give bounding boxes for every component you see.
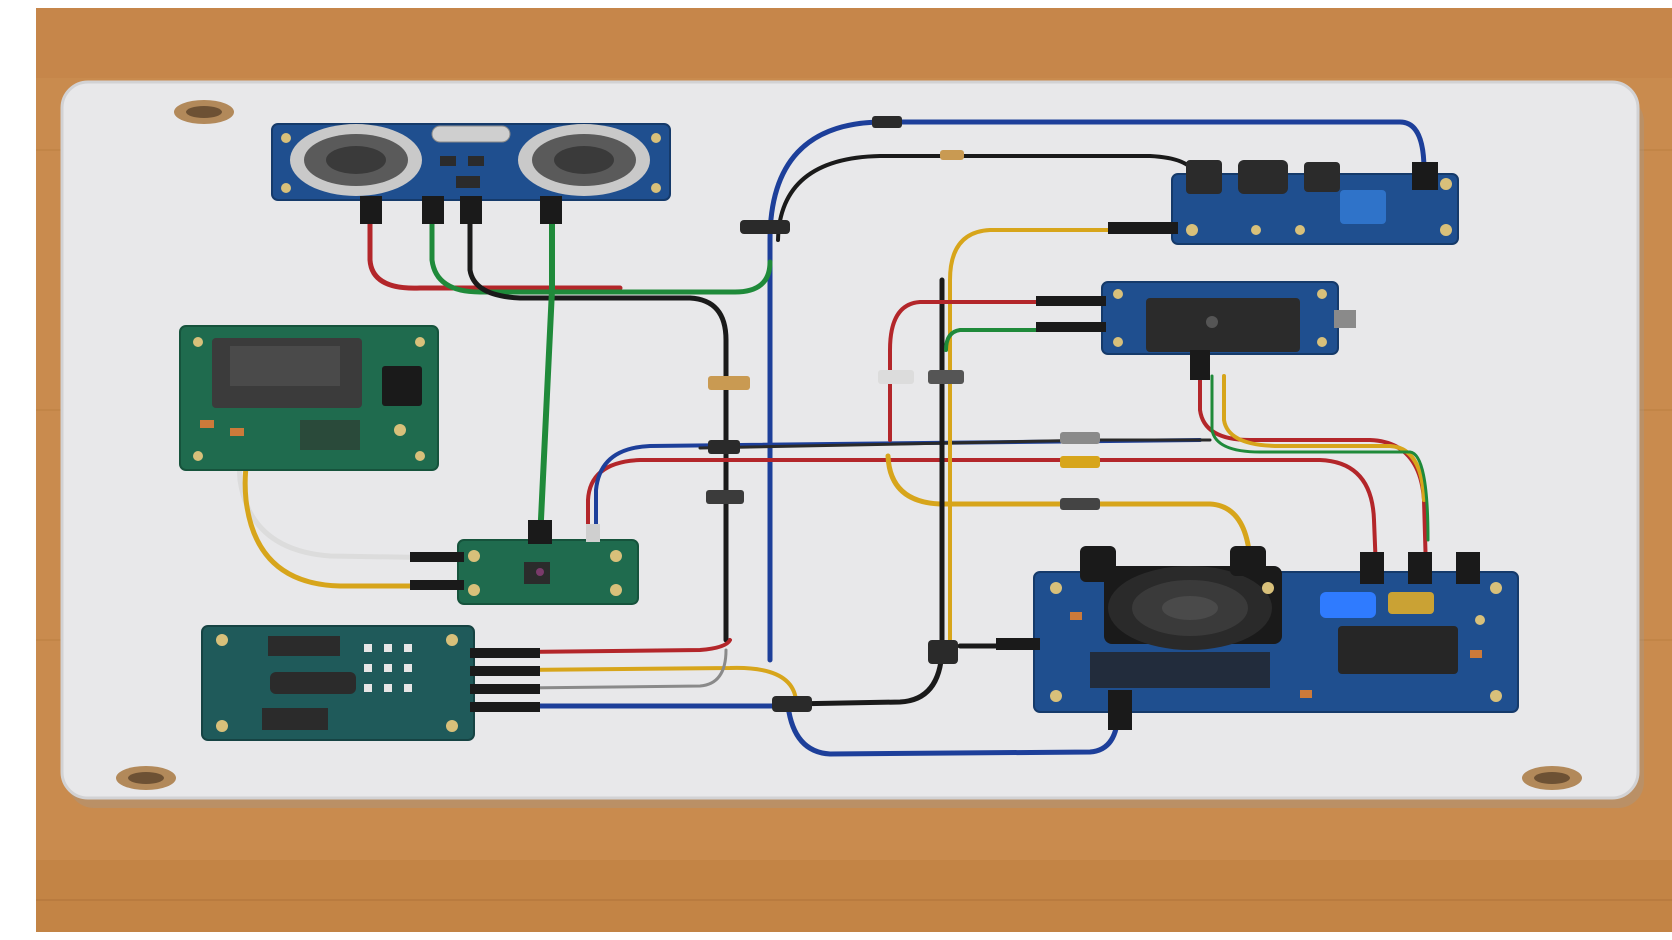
mounting-hole-bottom-left — [116, 766, 176, 790]
mounting-hole-top-left — [174, 100, 234, 124]
wire-yellow-bottom — [518, 665, 798, 702]
mounting-holes — [116, 100, 1582, 790]
wire-blue-bottom — [517, 703, 1121, 757]
blue-potentiometer — [1340, 190, 1386, 224]
wire-red-middle — [586, 458, 1378, 572]
wire-red-bottom — [518, 638, 732, 654]
ultrasonic-transducer-right — [518, 124, 650, 196]
heat-shrink-sleeves — [706, 116, 1100, 712]
mounting-hole-bottom-right — [1522, 766, 1582, 790]
wire-yellow-top-right — [948, 228, 1112, 642]
camera-module — [1104, 566, 1282, 650]
ultrasonic-transducer-left — [290, 124, 422, 196]
wire-black-ultrasonic — [467, 207, 729, 643]
wire-green-right-loop — [944, 328, 1044, 352]
multi-pin-header — [470, 648, 540, 712]
left-edge-strip — [0, 0, 36, 940]
wire-blue-top — [767, 119, 1427, 663]
ultrasonic-sensor-module — [271, 123, 671, 224]
wire-red-right-loop — [888, 300, 1044, 442]
controller-chip — [1338, 626, 1458, 674]
top-right-sensor-module — [1108, 160, 1459, 245]
wire-green-ultrasonic-a — [429, 207, 773, 295]
sensor-chip-block — [1146, 298, 1300, 352]
wire-green-vertical — [537, 207, 555, 543]
wire-gray-bottom — [518, 648, 728, 690]
status-led-blue — [1320, 592, 1376, 618]
small-breakout-board — [410, 520, 639, 605]
wire-green-down-right — [1210, 374, 1430, 542]
camera-controller-board — [996, 546, 1519, 730]
crystal-oscillator — [431, 125, 511, 143]
relay-module — [179, 325, 439, 471]
middle-right-sensor-module — [1036, 281, 1356, 380]
wire-blue-middle — [594, 438, 1202, 542]
wire-black-top — [776, 154, 1197, 242]
wire-yellow-down-right — [1222, 374, 1426, 502]
ultrasonic-pin-header — [360, 196, 562, 224]
wire-red-ultrasonic — [367, 207, 623, 291]
multi-pin-sensor-module — [201, 625, 540, 741]
